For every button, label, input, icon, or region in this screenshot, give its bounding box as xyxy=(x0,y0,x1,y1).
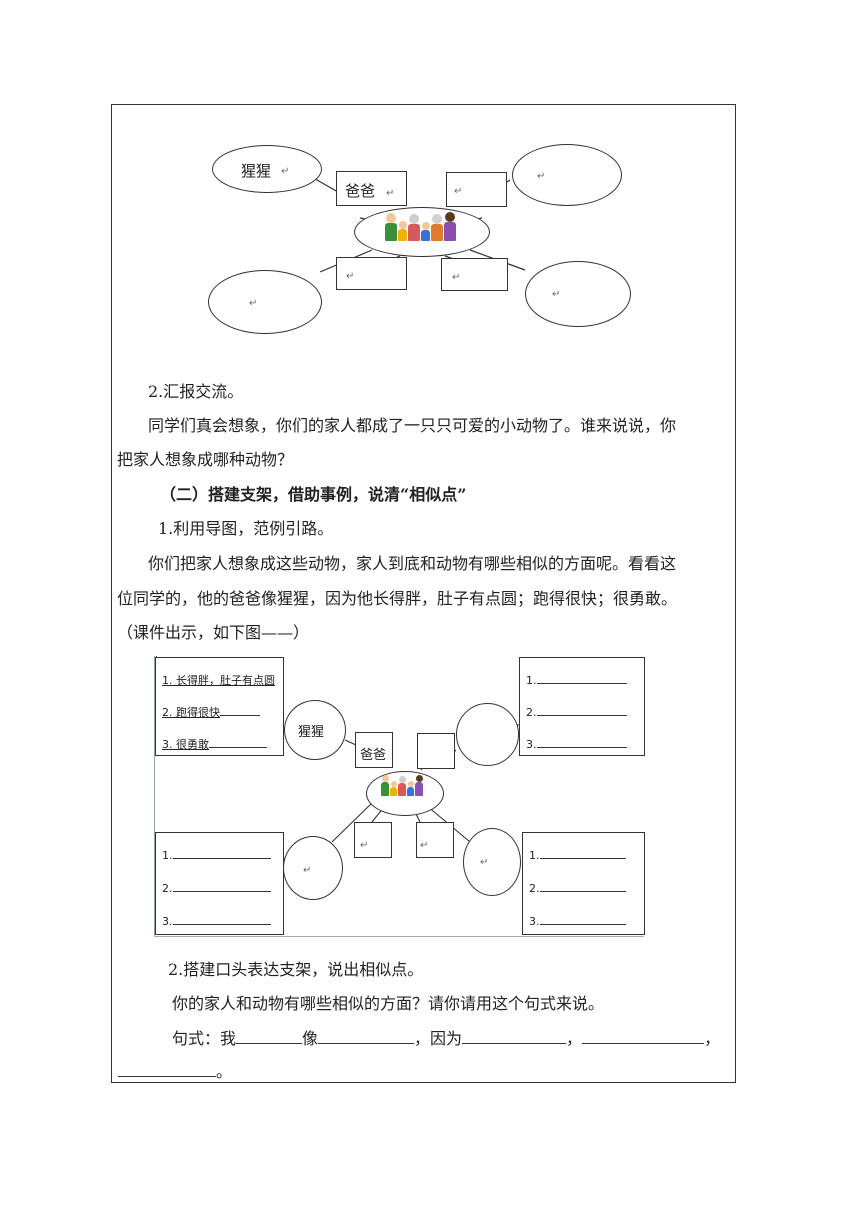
sentence-pattern: 句式：我 像 ，因为 ， ， xyxy=(0,1027,860,1051)
return-mark: ↵ xyxy=(303,865,312,876)
pattern-comma: ， xyxy=(704,1029,721,1048)
list-item: 3. xyxy=(529,913,626,928)
report-paragraph-line1: 同学们真会想象，你们的家人都成了一只只可爱的小动物了。谁来说说，你 xyxy=(148,416,677,435)
pattern-label: 句式：我 xyxy=(172,1029,237,1048)
blank-reason1 xyxy=(462,1027,567,1044)
diagram2-list-top-right: 1. 2. 3. xyxy=(519,657,645,756)
diagram2-box-label: 爸爸 xyxy=(360,748,387,763)
return-mark: ↵ xyxy=(386,188,395,199)
return-mark: ↵ xyxy=(281,166,290,177)
family-picture-icon xyxy=(385,212,456,241)
example-paragraph-line3: （课件出示，如下图——） xyxy=(117,623,310,642)
list-item: 3. 很勇敢 xyxy=(162,736,267,752)
diagram2-box-top-right xyxy=(417,733,455,769)
diagram1-ellipse-top-left-label: 猩猩 xyxy=(241,162,272,180)
diagram1-box-bottom-left xyxy=(336,257,407,290)
family-picture-icon xyxy=(381,775,423,796)
list-item: 1. xyxy=(526,672,627,687)
list-item: 2. xyxy=(526,704,627,719)
return-mark: ↵ xyxy=(360,840,369,851)
question-text: 你的家人和动物有哪些相似的方面？请你请用这个句式来说。 xyxy=(172,994,605,1013)
example-paragraph-line2: 位同学的，他的爸爸像猩猩，因为他长得胖，肚子有点圆；跑得很快；很勇敢。 xyxy=(117,589,678,608)
return-mark: ↵ xyxy=(249,298,258,309)
report-heading: 2.汇报交流。 xyxy=(148,382,244,401)
diagram2-list-bottom-right: 1. 2. 3. xyxy=(522,832,645,935)
diagram1-ellipse-top-right xyxy=(512,144,622,206)
return-mark: ↵ xyxy=(454,186,463,197)
diagram2-box-bottom-left xyxy=(354,822,392,858)
diagram2-ellipse-bottom-left xyxy=(283,836,343,900)
list-item: 2. 跑得很快 xyxy=(162,704,260,720)
diagram2-ellipse-top-left xyxy=(284,700,346,760)
diagram1-ellipse-top-left xyxy=(212,145,322,193)
diagram2-box-top-left xyxy=(355,732,393,768)
report-paragraph-line2: 把家人想象成哪种动物？ xyxy=(117,450,294,469)
diagram1-box-top-left-label: 爸爸 xyxy=(345,182,376,200)
list-item: 2. xyxy=(162,880,271,895)
diagram1-ellipse-bottom-right xyxy=(525,261,631,327)
diagram2-ellipse-label: 猩猩 xyxy=(298,725,325,740)
diagram2-bottom-edge xyxy=(154,936,644,937)
return-mark: ↵ xyxy=(420,840,429,851)
example-paragraph-line1: 你们把家人想象成这些动物，家人到底和动物有哪些相似的方面呢。看看这 xyxy=(148,554,677,573)
pattern-end: 。 xyxy=(216,1062,233,1081)
blank-reason2 xyxy=(582,1027,705,1044)
return-mark: ↵ xyxy=(480,857,489,868)
diagram2-box-bottom-right xyxy=(416,822,454,858)
return-mark: ↵ xyxy=(346,271,355,282)
pattern-like: 像 xyxy=(302,1029,319,1048)
sentence-pattern-line2: 。 xyxy=(0,1060,860,1084)
list-item: 2. xyxy=(529,880,626,895)
pattern-comma: ， xyxy=(566,1029,583,1048)
diagram1-connectors xyxy=(309,175,526,273)
section-title: （二）搭建支架，借助事例，说清“相似点” xyxy=(160,485,467,504)
diagram1-box-top-right xyxy=(446,172,507,207)
list-item: 3. xyxy=(162,913,271,928)
blank-reason3 xyxy=(118,1060,216,1077)
diagram2-list-bottom-left: 1. 2. 3. xyxy=(155,832,284,935)
diagram2-left-edge xyxy=(154,656,155,936)
return-mark: ↵ xyxy=(552,289,561,300)
list-item: 1. xyxy=(529,847,626,862)
diagram2-ellipse-top-right xyxy=(456,703,519,766)
list-item: 3. xyxy=(526,736,627,751)
list-item: 1. xyxy=(162,847,271,862)
step1-heading: 1.利用导图，范例引路。 xyxy=(158,519,334,538)
pattern-because: ，因为 xyxy=(414,1029,463,1048)
diagram2-list-top-left: 1. 长得胖，肚子有点圆 2. 跑得很快 3. 很勇敢 xyxy=(155,657,284,756)
list-item: 1. 长得胖，肚子有点圆 xyxy=(162,674,275,687)
diagram1-ellipse-bottom-left xyxy=(208,270,322,334)
blank-animal xyxy=(318,1027,415,1044)
document-frame xyxy=(111,104,736,1083)
diagram2-ellipse-bottom-right xyxy=(463,828,521,896)
diagram1-box-top-left xyxy=(336,171,407,206)
blank-who xyxy=(236,1027,303,1044)
return-mark: ↵ xyxy=(537,171,546,182)
diagram1-box-bottom-right xyxy=(441,258,508,291)
return-mark: ↵ xyxy=(452,272,461,283)
step2-heading: 2.搭建口头表达支架，说出相似点。 xyxy=(168,960,424,979)
